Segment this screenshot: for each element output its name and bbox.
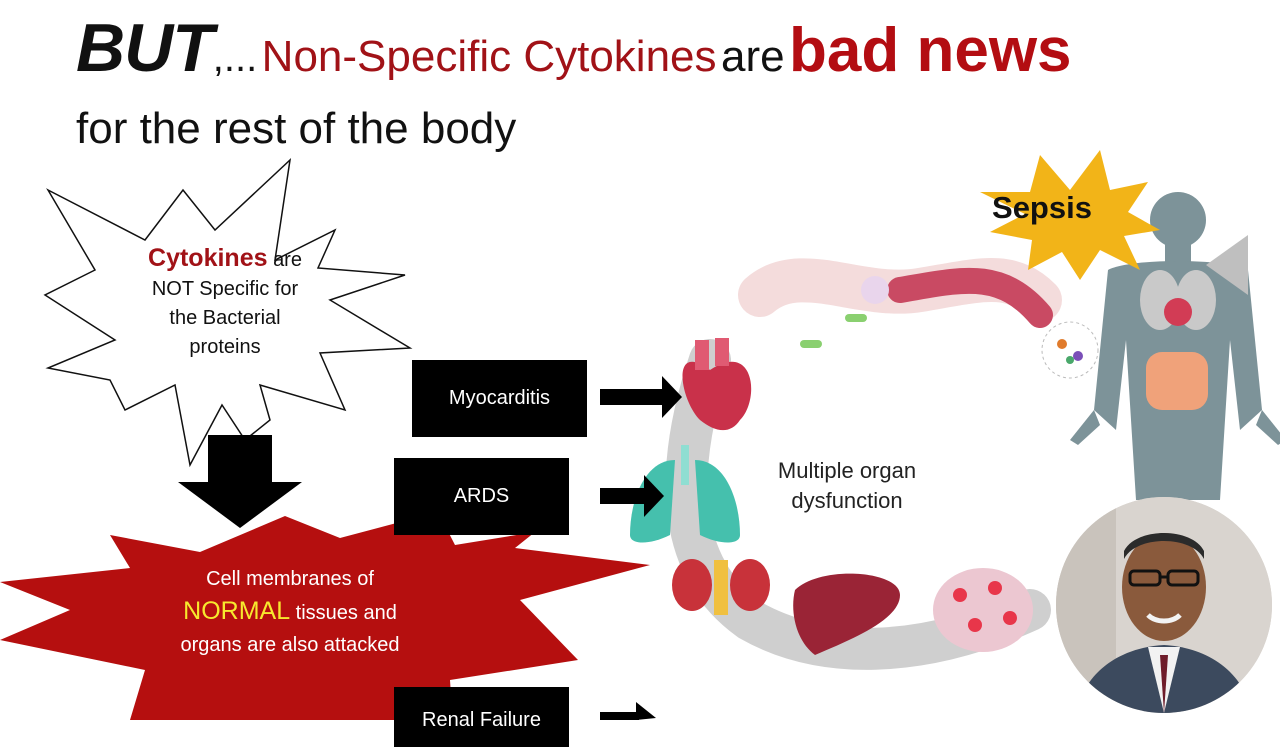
cytokines-burst-text: Cytokines are NOT Specific for the Bacte… — [118, 244, 332, 362]
renal-failure-box: Renal Failure — [394, 687, 569, 747]
liver-icon — [793, 573, 900, 655]
brain-icon — [933, 568, 1033, 652]
title-non-specific-cytokines: Non-Specific Cytokines — [261, 32, 717, 81]
cell-line2: tissues and — [295, 602, 397, 624]
presenter-webcam — [1056, 497, 1272, 713]
title-but: BUT — [76, 10, 214, 86]
slide-title-line1: BUT,... Non-Specific Cytokines are bad n… — [76, 14, 1072, 82]
title-ellipsis: ,... — [212, 36, 258, 80]
ards-label: ARDS — [453, 485, 510, 507]
intestine-icon — [1146, 352, 1208, 410]
renal-failure-label: Renal Failure — [422, 709, 541, 731]
multiple-organ-dysfunction-label: Multiple organ dysfunction — [744, 456, 950, 516]
title-bad-news: bad news — [789, 16, 1072, 85]
burst-shapes — [0, 157, 650, 720]
title-are: are — [720, 32, 785, 81]
kidneys-icon — [672, 559, 770, 615]
cell-line1: Cell membranes of — [206, 568, 374, 590]
cytokines-are: are — [273, 249, 302, 271]
pointer-triangle — [1206, 235, 1248, 295]
cell-burst-text: Cell membranes of NORMAL tissues and org… — [140, 563, 440, 661]
normal-keyword: NORMAL — [183, 597, 291, 625]
myocarditis-box: Myocarditis — [412, 360, 587, 437]
heart-small-icon — [1164, 298, 1192, 326]
bacteria-icon — [1041, 321, 1099, 379]
multi-line1: Multiple organ — [777, 458, 917, 483]
down-arrow — [178, 435, 302, 528]
sepsis-starburst — [980, 150, 1160, 280]
sepsis-label: Sepsis — [992, 190, 1092, 225]
cell-icon — [861, 276, 889, 304]
arrows — [600, 376, 682, 720]
cytokines-line2: NOT Specific for — [151, 278, 299, 300]
cytokines-line3: the Bacterial — [169, 307, 281, 329]
cytokines-keyword: Cytokines — [148, 244, 268, 272]
ards-box: ARDS — [394, 458, 569, 535]
sepsis-diagram — [600, 150, 1280, 720]
cytokines-line4: proteins — [189, 336, 261, 358]
slide-title-line2: for the rest of the body — [76, 104, 517, 153]
cell-line3: organs are also attacked — [180, 634, 400, 656]
multi-line2: dysfunction — [791, 488, 903, 513]
myocarditis-label: Myocarditis — [448, 387, 551, 409]
presenter-avatar — [1056, 497, 1272, 713]
heart-icon — [682, 338, 752, 431]
cytokines-starburst — [43, 157, 413, 468]
cell-membrane-starburst — [0, 512, 650, 720]
